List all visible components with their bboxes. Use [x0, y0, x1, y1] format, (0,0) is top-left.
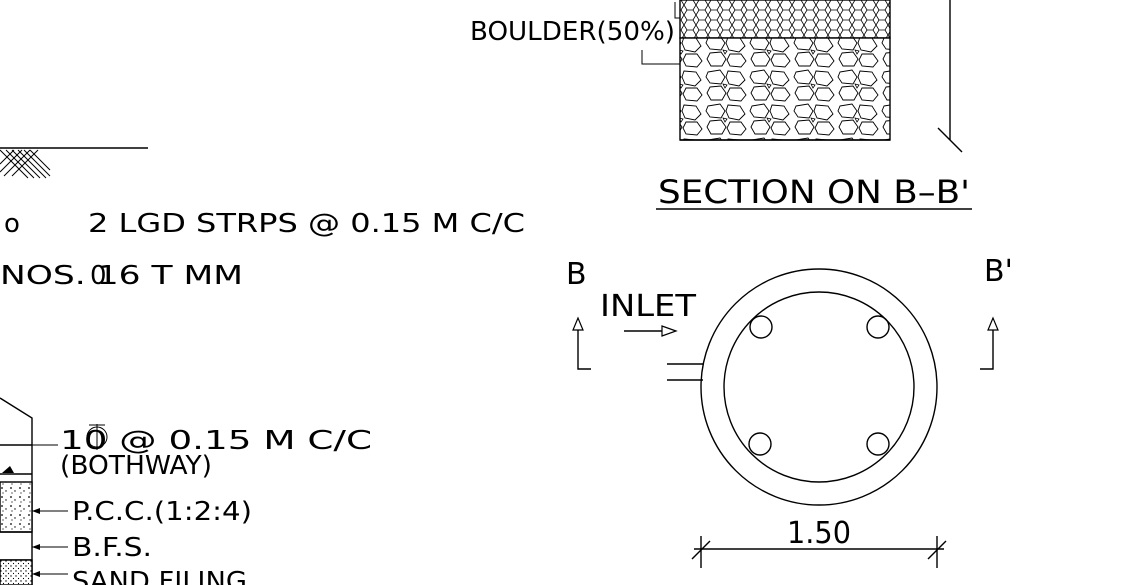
diameter-label: 1.50: [787, 516, 851, 551]
vent-hole: [749, 315, 773, 339]
sand-layer: [0, 559, 33, 585]
tank-outer-wall: [700, 268, 938, 506]
section-b-b: BOULDER(50%) SECTION ON B–B': [470, 0, 972, 211]
vent-hole: [866, 315, 890, 339]
left-footing-section: 10 @ 0.15 M C/C (BOTHWAY) P.C.C.(1:2:4) …: [0, 397, 372, 585]
section-marker-b: B: [566, 257, 587, 292]
left-note-stirrups: 2 LGD STRPS @ 0.15 M C/C: [88, 209, 525, 239]
reinforcement-note: 10 @ 0.15 M C/C: [60, 426, 372, 456]
left-note-bars-overlap: 0: [90, 261, 107, 291]
plan-view: B B' INLET 1.: [566, 254, 1013, 568]
reinforcement-bothway: (BOTHWAY): [60, 451, 212, 481]
section-title: SECTION ON B–B': [658, 173, 970, 211]
left-note-bullet: o: [4, 209, 20, 239]
pcc-label: P.C.C.(1:2:4): [72, 497, 252, 527]
sand-label: SAND FILING: [72, 567, 247, 585]
ground-hatch-icon: [0, 149, 51, 179]
boulder-label: BOULDER(50%): [470, 17, 675, 47]
boulder-leader: [674, 2, 680, 19]
tank-inner-wall: [723, 291, 915, 483]
rebar-symbol-icon: [2, 466, 14, 473]
bar-diameter-symbol-icon: [86, 424, 108, 450]
section-arrow-left-icon: [572, 316, 591, 370]
pcc-layer: [0, 481, 33, 533]
left-notes: o 2 LGD STRPS @ 0.15 M C/C NOS. 16 T MM …: [0, 147, 525, 291]
section-arrow-right-icon: [980, 316, 999, 370]
vent-hole: [866, 432, 890, 456]
inlet-pipe: [667, 363, 704, 381]
hex-fill-layer: [679, 0, 891, 39]
bfs-label: B.F.S.: [72, 533, 152, 563]
section-marker-b-prime: B': [984, 254, 1013, 289]
left-note-bars: NOS. 16 T MM: [0, 261, 243, 291]
inlet-label: INLET: [600, 289, 697, 324]
boulder-fill-layer: [679, 37, 891, 141]
inlet-arrow-icon: [624, 325, 678, 337]
vent-hole: [748, 432, 772, 456]
diameter-dimension: [691, 536, 947, 568]
